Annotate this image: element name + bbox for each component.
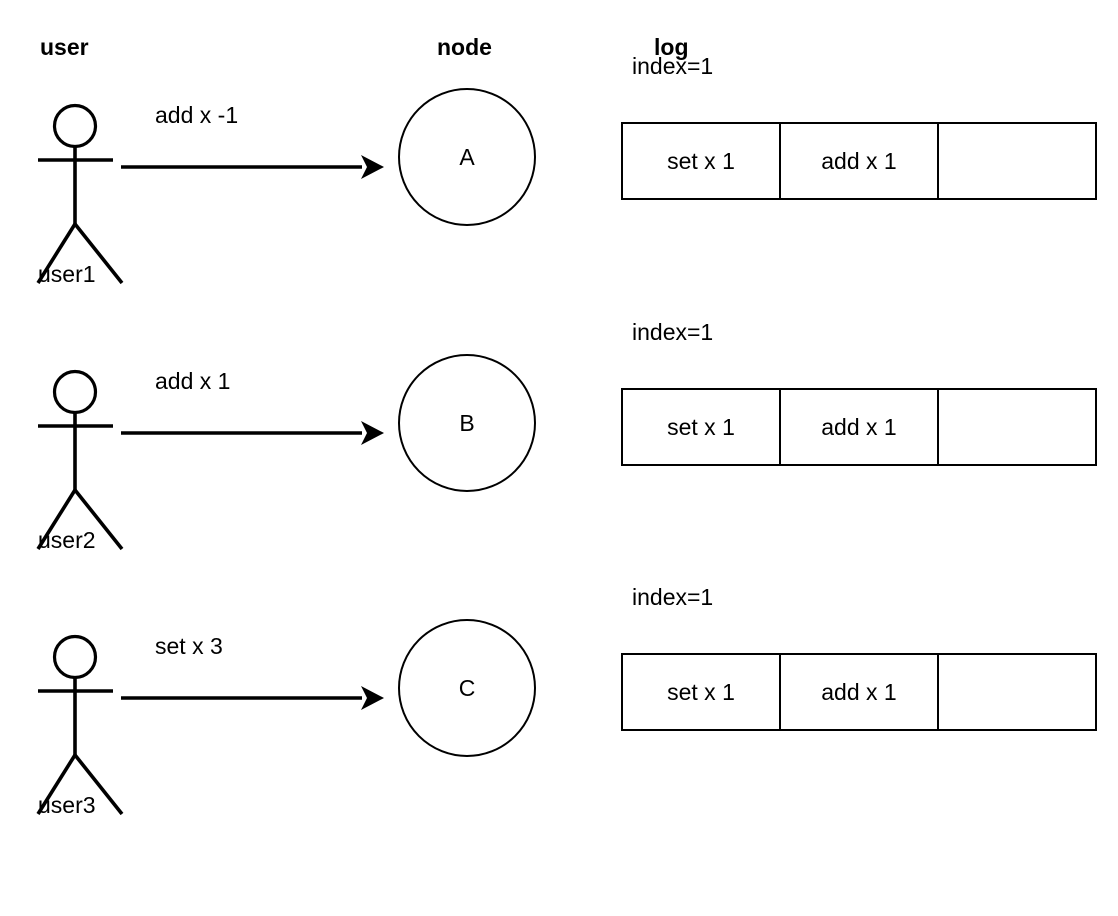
diagram-row: user1 add x -1 A index=1 set x 1 add x 1 xyxy=(0,55,1118,340)
log-index-label: index=1 xyxy=(632,319,714,345)
node-circle: B xyxy=(398,354,540,496)
actor-label: user3 xyxy=(38,792,96,818)
arrow-icon xyxy=(121,686,384,710)
actor-label: user1 xyxy=(38,261,96,287)
log-table: set x 1 add x 1 xyxy=(621,122,1097,200)
arrow-icon xyxy=(121,155,384,179)
arrow-icon xyxy=(121,421,384,445)
stick-figure-icon xyxy=(36,634,124,816)
log-entry-cell: add x 1 xyxy=(781,124,939,198)
message-arrow: add x -1 xyxy=(118,93,388,203)
log-entry-cell-empty xyxy=(939,390,1095,464)
actor-stick-figure: user3 xyxy=(20,606,200,836)
actor-label: user2 xyxy=(38,527,96,553)
log-entry-cell-empty xyxy=(939,124,1095,198)
log-index-label: index=1 xyxy=(632,584,714,610)
message-label: add x -1 xyxy=(155,102,239,128)
diagram-row: user3 set x 3 C index=1 set x 1 add x 1 xyxy=(0,586,1118,871)
message-arrow: set x 3 xyxy=(118,624,388,734)
log-index-label: index=1 xyxy=(632,53,714,79)
log-table: set x 1 add x 1 xyxy=(621,388,1097,466)
log-entry-cell: set x 1 xyxy=(623,655,781,729)
actor-stick-figure: user1 xyxy=(20,75,200,305)
stick-figure-icon xyxy=(36,103,124,285)
log-table: set x 1 add x 1 xyxy=(621,653,1097,731)
log-entry-cell: set x 1 xyxy=(623,124,781,198)
node-label: B xyxy=(459,409,475,436)
stick-figure-icon xyxy=(36,369,124,551)
message-label: add x 1 xyxy=(155,368,231,394)
diagram-row: user2 add x 1 B index=1 set x 1 add x 1 xyxy=(0,321,1118,606)
log-entry-cell: set x 1 xyxy=(623,390,781,464)
log-entry-cell-empty xyxy=(939,655,1095,729)
message-label: set x 3 xyxy=(155,633,223,659)
node-circle: C xyxy=(398,619,540,761)
column-header-log: log xyxy=(654,34,689,60)
node-circle: A xyxy=(398,88,540,230)
node-label: C xyxy=(458,674,476,701)
log-entry-cell: add x 1 xyxy=(781,390,939,464)
actor-stick-figure: user2 xyxy=(20,341,200,571)
log-entry-cell: add x 1 xyxy=(781,655,939,729)
message-arrow: add x 1 xyxy=(118,359,388,469)
column-header-user: user xyxy=(40,34,89,60)
node-label: A xyxy=(459,143,475,170)
column-header-node: node xyxy=(437,34,492,60)
